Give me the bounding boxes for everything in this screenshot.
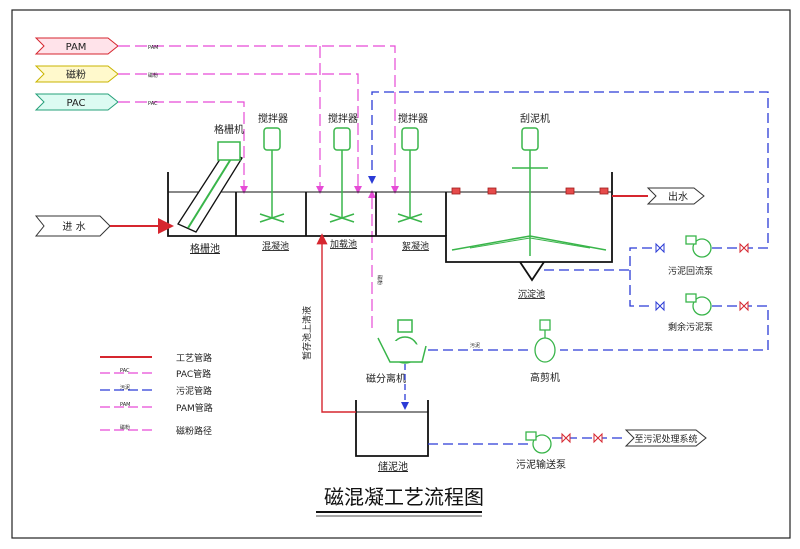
magnet-powder-input-label: 磁粉 [66, 68, 86, 81]
magnet-line-tag: 磁粉 [148, 72, 158, 79]
diagram-title: 磁混凝工艺流程图 [324, 485, 484, 509]
separator-drop-arrow [401, 402, 409, 410]
sludge-return-pump [685, 235, 712, 258]
legend-tag-magnet: 磁粉 [120, 424, 130, 431]
pam-input-label: PAM [66, 42, 87, 53]
sludge-transfer-valves [561, 432, 603, 444]
pam-input-tag: PAM [34, 37, 119, 55]
sludge-return-pump-label: 污泥回流泵 [668, 265, 713, 277]
magnetic-separator [377, 319, 427, 364]
pam-line-tag: PAM [148, 45, 158, 51]
legend-label-pac: PAC管路 [176, 368, 211, 380]
mixer-3 [397, 127, 423, 223]
dosing-tank-label: 加载池 [330, 238, 357, 250]
to-sludge-system-label: 至污泥处理系统 [634, 433, 697, 445]
mixer-2-label: 搅拌器 [328, 112, 358, 125]
pac-drop-arrow [240, 186, 248, 194]
legend-label-magnet: 磁粉路径 [176, 425, 212, 437]
mixer-3-label: 搅拌器 [398, 112, 428, 125]
mixer-1-label: 搅拌器 [258, 112, 288, 125]
legend-label-process: 工艺管路 [176, 352, 212, 364]
magnet-powder-input-tag: 磁粉 [34, 65, 119, 83]
to-sludge-system-tag: 至污泥处理系统 [624, 429, 707, 447]
mixer-2 [329, 127, 355, 223]
mixer-1 [259, 127, 285, 223]
sludge-return-valves [655, 242, 749, 254]
outflow-label: 出水 [668, 190, 688, 203]
screen-machine [177, 141, 243, 233]
pam-drop-arrow [391, 186, 399, 194]
legend-tag-sludge: 污泥 [120, 384, 130, 391]
inflow-label: 进 水 [62, 221, 85, 233]
excess-sludge-pump-label: 剩余污泥泵 [668, 321, 713, 333]
sludge-transfer-pump [525, 431, 552, 454]
pac-line-tag: PAC [148, 101, 158, 107]
legend-label-sludge: 污泥管路 [176, 385, 212, 397]
pac-input-label: PAC [66, 98, 85, 109]
magnet-drop-arrow [354, 186, 362, 194]
sludge-return-line [371, 91, 769, 351]
pac-dosing-line [118, 101, 245, 190]
legend: 工艺管路 PAC PAC管路 污泥 污泥管路 PAM PAM管路 磁粉 磁粉路径 [100, 352, 213, 437]
collection-troughs [451, 187, 609, 195]
sludge-return-drop-arrow [368, 176, 376, 184]
sludge-scraper [451, 127, 607, 256]
high-shear-machine [534, 319, 556, 363]
legend-tag-pam: PAM [120, 402, 130, 408]
pam-dosing-line [118, 45, 396, 190]
inflow-tag: 进 水 [34, 215, 111, 237]
high-shear-label: 高剪机 [530, 371, 560, 384]
screen-tank-label: 格栅池 [190, 242, 220, 255]
scraper-label: 刮泥机 [520, 112, 550, 125]
sludge-transfer-pump-label: 污泥输送泵 [516, 458, 566, 471]
magnet-vertical-tag: 磁粉 [376, 275, 383, 285]
diagram-border [11, 9, 791, 539]
sludge-line-tag: 污泥 [470, 342, 480, 349]
magnet-dosing-line [118, 73, 359, 190]
pac-input-tag: PAC [34, 93, 119, 111]
excess-sludge-valves [655, 300, 749, 312]
excess-sludge-pump [685, 293, 712, 316]
sludge-storage-tank [355, 400, 429, 457]
magnet-return-arrow [368, 190, 376, 198]
sludge-storage-label: 储泥池 [378, 460, 408, 473]
coagulation-tank-label: 混凝池 [262, 240, 289, 252]
legend-tag-pac: PAC [120, 368, 130, 374]
legend-label-pam: PAM管路 [176, 402, 213, 414]
supernatant-return-line [316, 233, 356, 413]
screen-machine-label: 格栅机 [214, 123, 244, 136]
main-tank [167, 172, 613, 282]
sedimentation-tank-label: 沉淀池 [518, 288, 545, 300]
supernatant-label: 暂存池上清液 [301, 306, 313, 360]
magnetic-separator-label: 磁分离机 [366, 372, 406, 385]
flocculation-tank-label: 絮凝池 [402, 240, 429, 252]
outflow-tag: 出水 [646, 187, 705, 205]
pam-drop-arrow [316, 186, 324, 194]
